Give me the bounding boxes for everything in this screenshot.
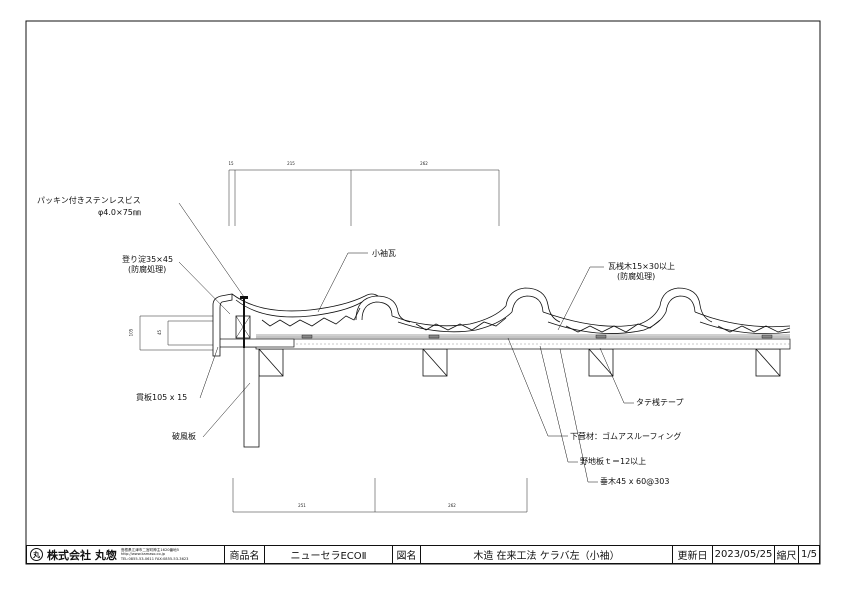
dim-top-1: 15 — [228, 161, 234, 166]
label-nobori-sub: (防腐処理) — [128, 265, 167, 274]
scale-value: 1/5 — [800, 549, 818, 560]
label-nukiita: 貫板105 x 15 — [136, 393, 188, 402]
product-label: 商品名 — [225, 546, 265, 563]
dim-left-outer: 105 — [128, 328, 134, 337]
label-screw: パッキン付きステンレスビス — [37, 196, 141, 205]
leader-lines — [178, 202, 634, 483]
updated-date: 2023/05/25 — [713, 546, 775, 563]
company-name: 株式会社 丸惣 — [47, 548, 117, 562]
dim-top-2: 215 — [287, 161, 295, 166]
border-frame — [25, 20, 821, 565]
label-tatesan: タテ桟テープ — [636, 398, 684, 407]
label-sanki-sub: (防腐処理) — [617, 272, 656, 281]
label-screw-size: φ4.0×75㎜ — [98, 208, 141, 217]
drawing-label: 図名 — [393, 546, 421, 563]
label-kosode: 小袖瓦 — [372, 249, 396, 258]
label-hafuita: 破風板 — [172, 432, 196, 441]
tape-marks — [301, 334, 773, 339]
company-url: http://www.kamaso.co.jp — [120, 552, 166, 557]
title-block: 丸 株式会社 丸惣 島根県江津市二宮町神主1620番地5 http://www.… — [26, 545, 820, 564]
label-taruki: 垂木45 x 60@303 — [600, 477, 670, 486]
roof-tiles — [231, 287, 791, 335]
left-dimension — [139, 315, 213, 351]
company-cell: 丸 株式会社 丸惣 島根県江津市二宮町神主1620番地5 http://www.… — [27, 546, 225, 563]
company-address: 島根県江津市二宮町神主1620番地5 — [120, 547, 179, 552]
updated-label: 更新日 — [673, 546, 713, 563]
company-logo: 丸 — [30, 548, 43, 561]
product-name: ニューセラECOⅡ — [265, 546, 393, 563]
top-dimension — [228, 169, 500, 226]
scale-label: 縮尺 — [775, 546, 799, 563]
label-nojiita: 野地板ｔ＝12以上 — [580, 457, 647, 466]
dim-left-inner: 45 — [157, 329, 163, 336]
screw — [240, 296, 248, 348]
sheathing — [255, 334, 791, 350]
verge-tile-flange — [212, 293, 233, 357]
label-shitabuki: 下葺材：ゴムアスルーフィング — [570, 432, 682, 441]
rafters — [258, 348, 781, 377]
dim-bottom-2: 262 — [448, 503, 456, 508]
bargeboard — [243, 346, 260, 448]
label-sanki: 瓦桟木15×30以上 — [608, 262, 676, 271]
company-info: 島根県江津市二宮町神主1620番地5 http://www.kamaso.co.… — [121, 548, 189, 561]
bottom-dimension — [232, 478, 528, 513]
drawing-name: 木造 在来工法 ケラバ左（小袖） — [421, 546, 673, 563]
dim-top-3: 262 — [420, 161, 428, 166]
company-tel: TEL:0855-53-0611 FAX:0855-53-3623 — [120, 556, 189, 561]
batten-board — [214, 338, 295, 348]
label-nobori: 登り淀35×45 — [122, 255, 174, 264]
dim-bottom-1: 251 — [298, 503, 306, 508]
